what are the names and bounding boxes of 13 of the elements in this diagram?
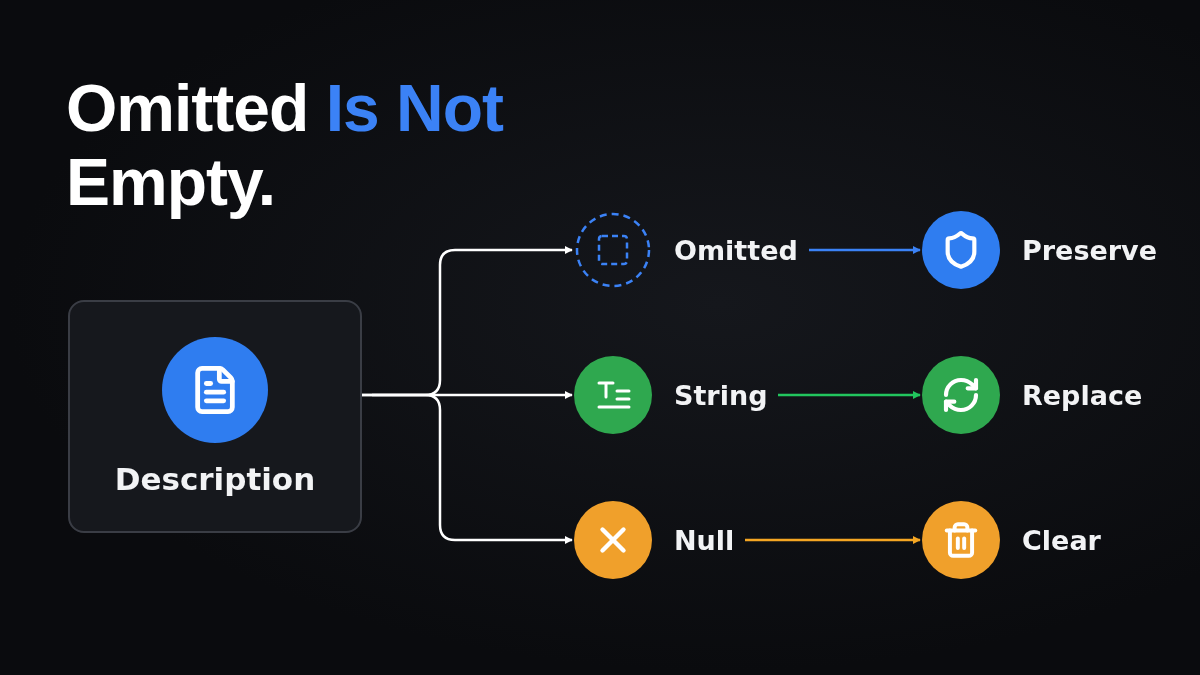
node-label: Omitted xyxy=(674,234,798,266)
arrow xyxy=(778,391,921,399)
node-label: Preserve xyxy=(1022,234,1158,266)
arrow xyxy=(362,393,573,544)
arrow xyxy=(745,536,921,544)
title: Omitted Is Not Empty. xyxy=(66,72,505,220)
node-label: Clear xyxy=(1022,524,1101,556)
arrow xyxy=(809,246,921,254)
node-label: Null xyxy=(674,524,735,556)
node-label: Replace xyxy=(1022,379,1143,411)
description-card xyxy=(68,300,362,533)
node-label: Description xyxy=(114,460,316,497)
node-label: String xyxy=(674,379,768,411)
